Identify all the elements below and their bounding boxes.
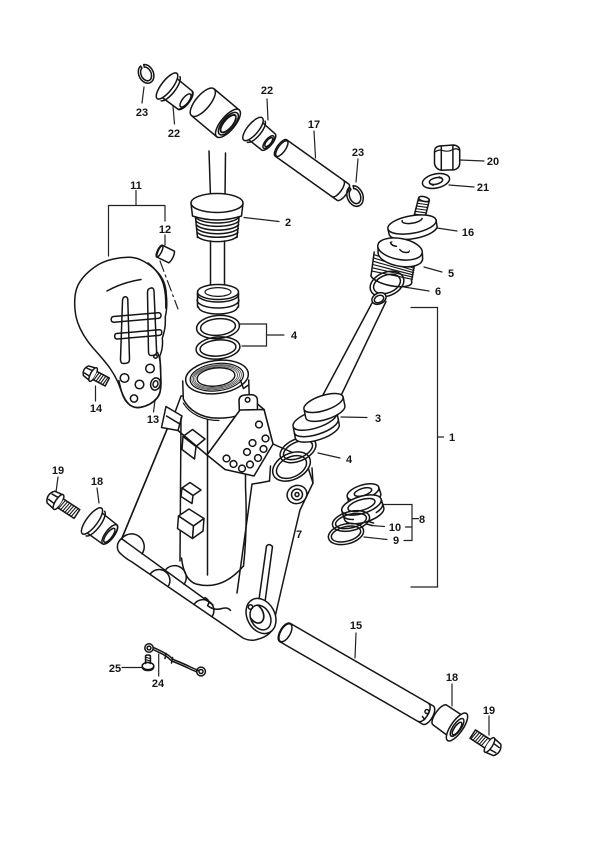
svg-text:21: 21 <box>477 182 489 194</box>
svg-text:14: 14 <box>90 403 103 415</box>
svg-text:7: 7 <box>296 529 302 541</box>
svg-text:22: 22 <box>168 128 180 140</box>
svg-text:1: 1 <box>449 432 455 444</box>
svg-text:16: 16 <box>462 227 474 239</box>
svg-text:18: 18 <box>91 476 103 488</box>
svg-text:11: 11 <box>130 180 142 192</box>
svg-text:22: 22 <box>261 85 273 97</box>
svg-text:24: 24 <box>152 678 165 690</box>
svg-text:3: 3 <box>375 413 381 425</box>
svg-text:8: 8 <box>419 514 425 526</box>
svg-text:19: 19 <box>52 465 64 477</box>
svg-text:5: 5 <box>448 268 454 280</box>
svg-text:17: 17 <box>308 119 320 131</box>
svg-text:4: 4 <box>346 454 353 466</box>
svg-text:20: 20 <box>487 156 499 168</box>
svg-text:19: 19 <box>483 705 495 717</box>
svg-text:23: 23 <box>136 107 148 119</box>
svg-text:12: 12 <box>159 224 171 236</box>
svg-text:23: 23 <box>352 147 364 159</box>
svg-text:2: 2 <box>285 217 291 229</box>
svg-text:18: 18 <box>446 672 458 684</box>
svg-text:15: 15 <box>350 620 362 632</box>
svg-text:4: 4 <box>291 330 298 342</box>
svg-text:13: 13 <box>147 414 159 426</box>
svg-text:25: 25 <box>109 663 121 675</box>
svg-text:10: 10 <box>389 522 401 534</box>
svg-text:6: 6 <box>435 286 441 298</box>
svg-text:9: 9 <box>393 535 399 547</box>
